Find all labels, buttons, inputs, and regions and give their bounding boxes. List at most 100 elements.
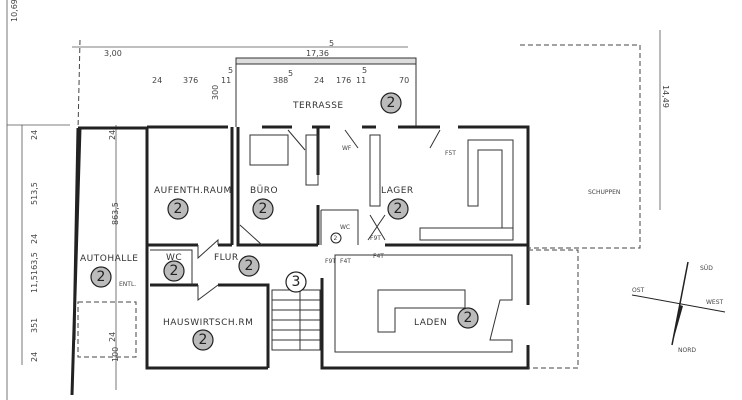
exterior-wall-top	[147, 125, 530, 247]
room-number-lager: 2	[387, 198, 409, 220]
svg-text:2: 2	[394, 201, 403, 217]
door-swing-lager	[369, 214, 386, 241]
svg-text:2: 2	[174, 201, 183, 217]
annotation-f5t: F5T	[445, 150, 456, 157]
door-swing-lager-2	[367, 214, 386, 241]
staircase	[271, 289, 321, 351]
room-number-buero: 2	[252, 198, 274, 220]
dimension-label: 5	[288, 69, 293, 78]
dimension-label: 24	[108, 130, 117, 140]
room-label-terrasse: TERRASSE	[292, 101, 344, 111]
dimension-label: 163,5	[30, 252, 39, 275]
svg-text:2: 2	[245, 258, 254, 274]
dimension-label: 513,5	[30, 182, 39, 205]
dimension-label: 5	[362, 66, 367, 75]
compass-east: OST	[632, 287, 645, 294]
room-number-terrasse: 2	[380, 92, 402, 114]
dimension-label: 11,5	[30, 275, 39, 293]
exterior-wall-left	[145, 127, 268, 370]
terrace-planter	[235, 57, 417, 65]
door-swing-buero	[239, 224, 263, 246]
svg-text:2: 2	[334, 235, 338, 242]
svg-text:2: 2	[199, 332, 208, 348]
compass-rose	[631, 261, 726, 346]
property-line	[77, 39, 81, 131]
svg-text:2: 2	[259, 201, 268, 217]
dimension-label: 24	[152, 76, 162, 85]
dimension-label: 14,49	[661, 85, 670, 108]
room-number-flur: 2	[238, 255, 260, 277]
svg-text:2: 2	[387, 95, 396, 111]
room-label-wc: WC	[166, 253, 182, 263]
svg-text:2: 2	[97, 269, 106, 285]
autohalle-note: ENTL.	[119, 281, 136, 288]
compass-south: SÜD	[700, 265, 713, 272]
schuppen-outline	[520, 44, 641, 249]
door-arrow-hauswirtschaft	[197, 284, 219, 301]
dimension-label: 351	[30, 318, 39, 333]
fireplace	[305, 134, 319, 186]
room-label-lager: LAGER	[381, 186, 414, 196]
wall-hauswirtschaftsraum	[150, 283, 270, 368]
compass-west: WEST	[706, 299, 724, 306]
room-label-buero: BÜRO	[250, 185, 278, 196]
room-label-flur: FLUR	[214, 253, 239, 263]
annotation-f4t-b: F4T	[373, 253, 384, 260]
dimension-label: 5	[228, 66, 233, 75]
room-number-aufenthaltsraum: 2	[167, 198, 189, 220]
room-number-laden: 2	[457, 307, 479, 329]
wall-aufenthaltsraum	[147, 127, 234, 247]
exterior-wall-laden	[320, 245, 530, 370]
shop-shelving	[334, 254, 513, 353]
door-swings	[287, 129, 441, 151]
room-number-wc2: 2	[330, 232, 342, 244]
dimension-label: 10,69	[10, 0, 19, 22]
dimension-label: 11	[356, 76, 366, 85]
dimension-label: 176	[336, 76, 351, 85]
room-number-hauswirtschaftsraum: 2	[192, 329, 214, 351]
room-label-wc2: WC	[340, 224, 350, 231]
laden-outdoor-outline	[528, 249, 579, 369]
svg-text:2: 2	[464, 310, 473, 326]
room-label-autohalle: AUTOHALLE	[80, 254, 138, 264]
room-number-treppe: 3	[285, 271, 307, 293]
dimension-label: 24	[108, 332, 117, 342]
dimension-label: 3,00	[104, 49, 122, 58]
autohalle-wall	[70, 126, 147, 396]
annotation-f9t-a: F9T	[370, 235, 381, 242]
compass-north: NORD	[678, 347, 696, 354]
storage-shelves	[369, 134, 514, 241]
dimension-label: 300	[211, 85, 220, 100]
dimension-label: 100	[111, 347, 120, 362]
dimension-label: 376	[183, 76, 198, 85]
room-label-schuppen: SCHUPPEN	[588, 189, 620, 196]
annotation-f9t-b: F9T	[325, 258, 336, 265]
label-wf: WF	[342, 145, 352, 152]
dimension-label: 24	[30, 234, 39, 244]
room-label-hauswirtschaftsraum: HAUSWIRTSCH.RM	[163, 318, 253, 328]
door-arrow-aufenthalt	[197, 238, 219, 260]
wall-wc	[150, 249, 193, 285]
dimension-label: 863,5	[111, 202, 120, 225]
dimension-label: 388	[273, 76, 288, 85]
room-label-aufenthaltsraum: AUFENTH.RAUM	[154, 186, 232, 196]
dimension-label: 24	[30, 352, 39, 362]
room-label-laden: LADEN	[414, 318, 447, 328]
wall-buero	[236, 127, 318, 247]
svg-text:2: 2	[170, 263, 179, 279]
dimension-label: 5	[329, 39, 334, 48]
wall-wc2	[320, 209, 359, 245]
svg-text:3: 3	[292, 274, 301, 290]
dimension-label: 11	[221, 76, 231, 85]
dimension-label: 24	[30, 130, 39, 140]
dimension-label: 24	[314, 76, 324, 85]
dimension-label: 17,36	[306, 49, 329, 58]
car-space	[77, 301, 137, 358]
dimension-label: 70	[399, 76, 409, 85]
room-number-autohalle: 2	[90, 266, 112, 288]
desk	[249, 134, 289, 166]
annotation-f4t-a: F4T	[340, 258, 351, 265]
shop-counter	[377, 289, 466, 333]
room-number-wc: 2	[163, 260, 185, 282]
